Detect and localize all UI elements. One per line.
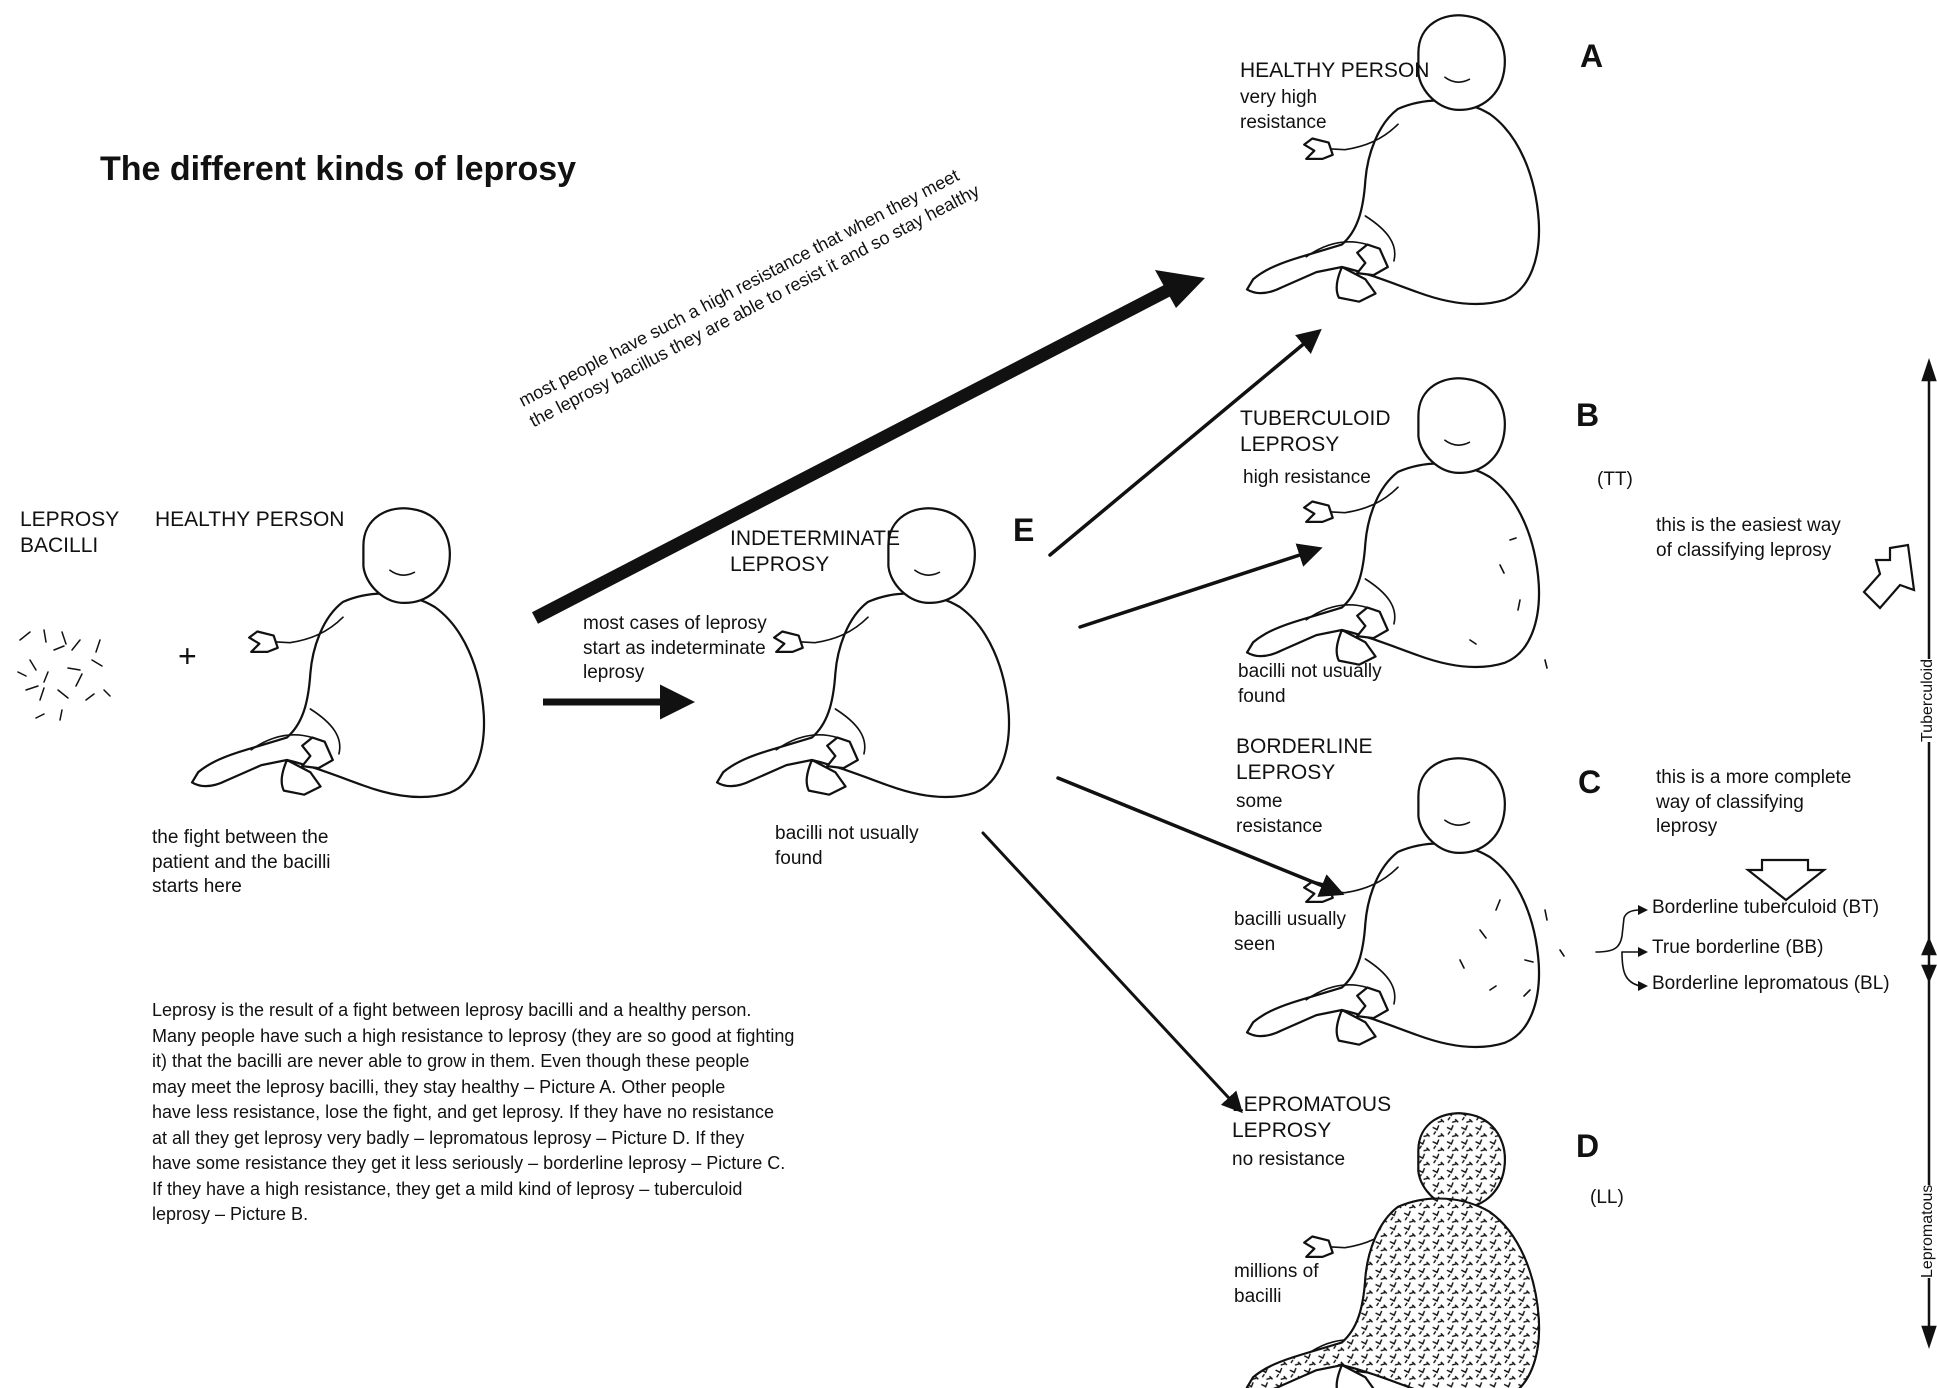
outcome-a-title: HEALTHY PERSON — [1240, 58, 1429, 84]
paragraph-line: it) that the bacilli are never able to g… — [152, 1049, 952, 1075]
paragraph-line: have some resistance they get it less se… — [152, 1151, 952, 1177]
healthy-start-label: HEALTHY PERSON — [155, 507, 344, 533]
fight-caption: the fight between the patient and the ba… — [152, 826, 331, 900]
outcome-d-code: (LL) — [1590, 1186, 1624, 1211]
figure-healthy-start — [192, 508, 484, 797]
subtype-arrow-heads — [1638, 905, 1648, 991]
arrow-e-to-d — [983, 833, 1240, 1110]
paragraph-line: If they have a high resistance, they get… — [152, 1177, 952, 1203]
outcome-c-title: BORDERLINE LEPROSY — [1236, 734, 1373, 787]
subtype-bl: Borderline lepromatous (BL) — [1652, 972, 1890, 997]
paragraph-line: leprosy – Picture B. — [152, 1202, 952, 1228]
spectrum-tuberculoid-label: Tuberculoid — [1919, 659, 1937, 742]
subtype-brace — [1596, 910, 1640, 986]
outcome-c-sub: some resistance — [1236, 790, 1323, 839]
outcome-b-bottom: bacilli not usually found — [1238, 660, 1382, 709]
bacilli-label: LEPROSY BACILLI — [20, 507, 119, 560]
outcome-a-sub: very high resistance — [1240, 86, 1327, 135]
paragraph-line: Many people have such a high resistance … — [152, 1024, 952, 1050]
letter-e: E — [1013, 512, 1034, 549]
paragraph-line: may meet the leprosy bacilli, they stay … — [152, 1075, 952, 1101]
plus-sign: + — [178, 636, 197, 678]
outcome-b-code: (TT) — [1597, 468, 1633, 493]
indeterminate-label: INDETERMINATE LEPROSY — [730, 526, 900, 579]
outcome-b-title: TUBERCULOID LEPROSY — [1240, 406, 1391, 459]
easiest-arrow-icon — [1864, 545, 1914, 608]
classification-easiest: this is the easiest way of classifying l… — [1656, 514, 1841, 563]
outcome-c-bottom: bacilli usually seen — [1234, 908, 1346, 957]
explanation-paragraph: Leprosy is the result of a fight between… — [152, 998, 952, 1228]
bacilli-cluster — [18, 630, 110, 720]
spectrum-lepromatous-label: Lepromatous — [1919, 1185, 1937, 1278]
paragraph-line: Leprosy is the result of a fight between… — [152, 998, 952, 1024]
arrow-to-indeterminate-caption: most cases of leprosy start as indetermi… — [583, 612, 767, 686]
letter-b: B — [1576, 397, 1599, 434]
paragraph-line: at all they get leprosy very badly – lep… — [152, 1126, 952, 1152]
classification-complete: this is a more complete way of classifyi… — [1656, 766, 1851, 840]
paragraph-line: have less resistance, lose the fight, an… — [152, 1100, 952, 1126]
outcome-b-sub: high resistance — [1243, 466, 1371, 491]
subtype-bb: True borderline (BB) — [1652, 936, 1823, 961]
indeterminate-caption: bacilli not usually found — [775, 822, 919, 871]
page-title: The different kinds of leprosy — [100, 150, 576, 189]
outcome-d-sub: no resistance — [1232, 1148, 1345, 1173]
letter-c: C — [1578, 764, 1601, 801]
outcome-d-bottom: millions of bacilli — [1234, 1260, 1318, 1309]
letter-d: D — [1576, 1128, 1599, 1165]
subtype-bt: Borderline tuberculoid (BT) — [1652, 896, 1879, 921]
arrow-e-to-b — [1080, 549, 1318, 627]
outcome-d-title: LEPROMATOUS LEPROSY — [1232, 1092, 1391, 1145]
letter-a: A — [1580, 38, 1603, 75]
complete-arrow-icon — [1748, 860, 1824, 900]
